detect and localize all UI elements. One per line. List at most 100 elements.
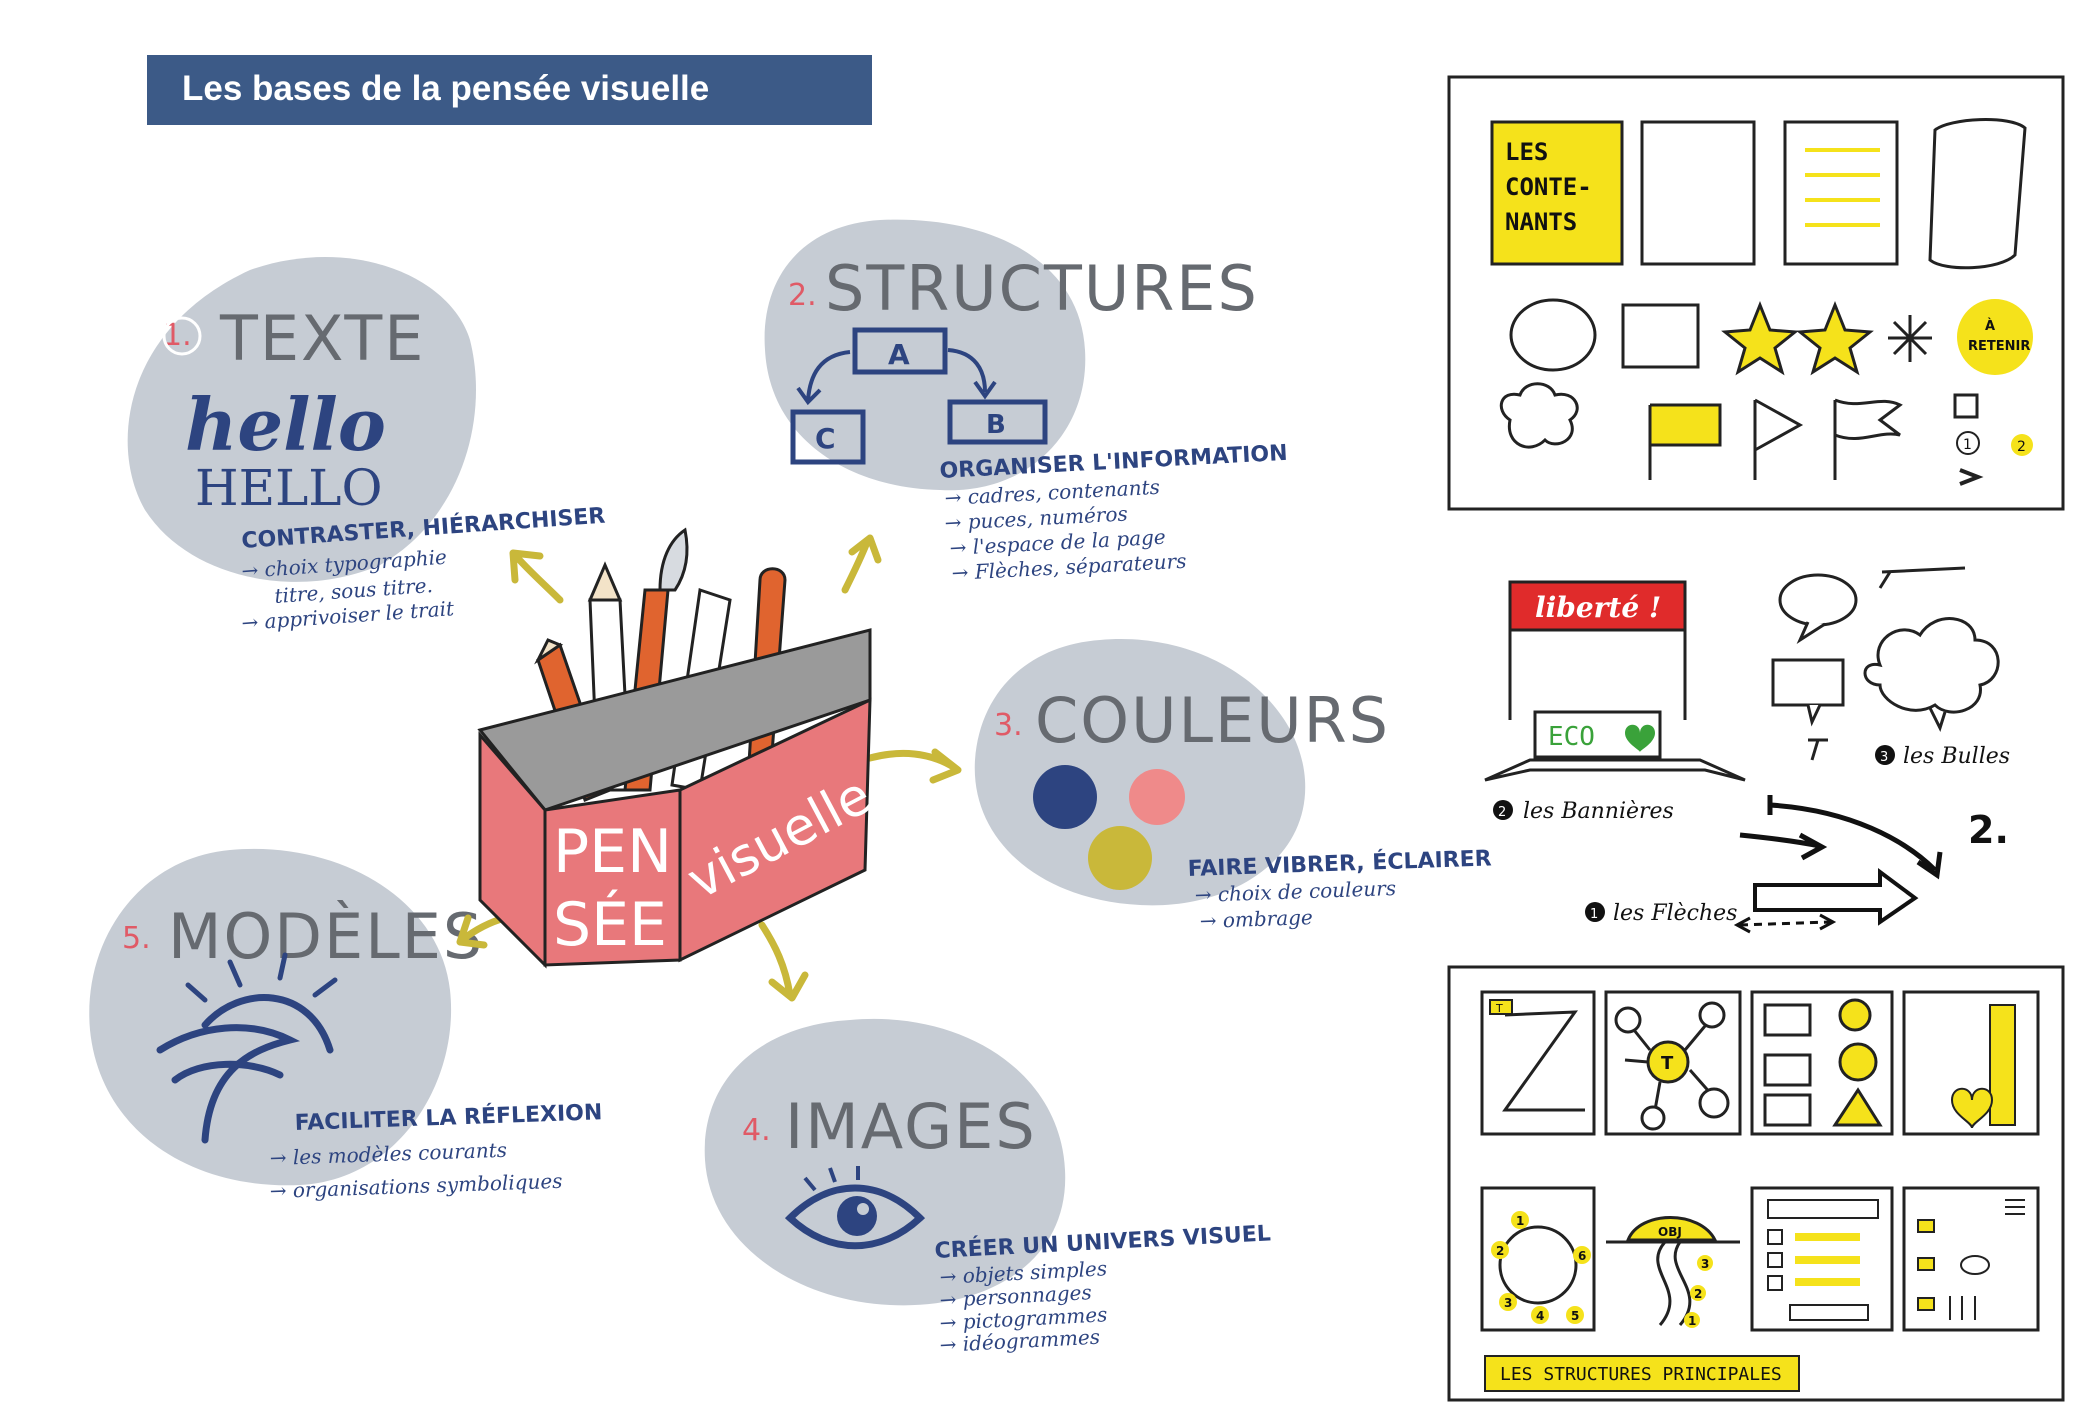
z-start-marker <box>1489 999 1513 1015</box>
menu-marker <box>1917 1219 1935 1233</box>
plate-icon <box>1960 1255 1990 1275</box>
contenants-label-line-2: CONTE- <box>1505 173 1592 201</box>
bubble-modeles-title: MODÈLES <box>168 900 484 973</box>
checkbox-icon <box>1767 1252 1783 1268</box>
flag-yellow-icon <box>1648 403 1722 480</box>
bubble-images: 4. IMAGES CRÉER UN UNIVERS VISUEL → obje… <box>704 1018 1271 1357</box>
banner-liberte <box>1508 580 1687 632</box>
cloud-bubble-tail <box>1928 707 1947 732</box>
path-label-2: 2 <box>1694 1287 1702 1301</box>
contenants-label-box <box>1490 120 1624 266</box>
t-marker-icon <box>1808 738 1828 761</box>
line-bubble-icon <box>1878 566 1966 589</box>
marker-2-text: 2 <box>1498 805 1506 820</box>
color-dot-yellow <box>1088 826 1152 890</box>
number-marker-yellow-icon <box>2011 434 2033 456</box>
marker-2-bannieres <box>1493 800 1513 820</box>
bubble-texte: 1. TEXTE hello HELLO CONTRASTER, HIÉRARC… <box>127 257 606 635</box>
heart-icon <box>1625 724 1655 752</box>
sunrise-model-icon <box>156 994 334 1144</box>
number-ring <box>162 316 202 356</box>
flag-triangle-icon <box>1753 398 1804 480</box>
structure-card-path <box>1606 1188 1740 1330</box>
circle-container-icon <box>1509 298 1597 372</box>
square-bubble-icon <box>1771 658 1845 707</box>
bubble-texte-title: TEXTE <box>219 302 425 375</box>
sun-objective-icon <box>1625 1216 1718 1242</box>
mindmap-node <box>1698 1001 1726 1029</box>
path-marker <box>1697 1255 1713 1271</box>
speech-bubble-icon <box>1778 573 1858 627</box>
star-icon <box>1721 300 1799 376</box>
path-marker <box>1690 1285 1706 1301</box>
heart-icon-small <box>1950 1087 1994 1129</box>
cycle-label-2: 2 <box>1496 1244 1504 1258</box>
ribbon-tails <box>1484 758 1746 782</box>
bubble-structures-shape <box>764 219 1086 491</box>
cycle-label-6: 6 <box>1578 1249 1586 1263</box>
bubble-modeles-number: 5. <box>122 921 151 956</box>
sample-hello-script: hello <box>185 382 386 467</box>
cycle-marker <box>1573 1246 1591 1264</box>
cycle-marker <box>1511 1211 1529 1229</box>
bullet-arrow-icon <box>1959 468 1984 486</box>
arrow-to-structures-icon <box>841 534 882 594</box>
marker-1-fleches <box>1585 902 1605 922</box>
bubble-structures-number: 2. <box>788 278 817 313</box>
sun-objective-label: OBJ <box>1658 1225 1682 1239</box>
retenir-badge-line-2: RETENIR <box>1968 339 2030 354</box>
cycle-icon <box>1498 1225 1578 1305</box>
box-front-line-2: SÉE <box>553 888 667 960</box>
panel-structures-principales: T T 1 2 3 4 5 <box>1447 965 2065 1402</box>
eye-highlight <box>857 1203 869 1215</box>
menu-marker <box>1917 1257 1935 1271</box>
flow-box <box>1763 1093 1812 1127</box>
menu-marker <box>1917 1297 1935 1311</box>
mindmap-node <box>1614 1006 1642 1034</box>
structure-box-b-label: B <box>986 410 1006 440</box>
structures-footer-box <box>1484 1355 1800 1392</box>
label-bulles: les Bulles <box>1903 744 2010 769</box>
structure-box-c-label: C <box>815 422 836 455</box>
arrow-to-texte-icon <box>509 549 564 604</box>
marker-3-text: 3 <box>1880 750 1888 765</box>
bubble-structures: 2. STRUCTURES A B C ORGANISER L'INFORMAT… <box>764 219 1288 585</box>
box-front-line-1: PEN <box>553 817 672 887</box>
form-highlight <box>1795 1233 1860 1286</box>
z-path-icon <box>1502 1010 1585 1112</box>
label-bannieres: les Bannières <box>1523 799 1674 824</box>
cycle-label-5: 5 <box>1571 1309 1579 1323</box>
form-field <box>1789 1304 1869 1321</box>
structure-box-c <box>790 409 866 465</box>
contenants-label-line-3: NANTS <box>1505 208 1577 236</box>
bubble-images-number: 4. <box>742 1113 771 1148</box>
paper-sheet-icon <box>1640 120 1756 266</box>
flow-triangle <box>1832 1087 1883 1127</box>
arrow-a-to-c-icon <box>796 350 851 406</box>
color-dot-blue <box>1033 765 1097 829</box>
contenants-number-2: 2 <box>2017 439 2026 455</box>
dashed-arrow-icon <box>1739 920 1831 927</box>
path-marker <box>1684 1312 1700 1328</box>
panel-bannieres-bulles-fleches: liberté ! ECO 2 les Bannières 3 les Bull… <box>1484 566 2010 934</box>
bubble-structures-title: STRUCTURES <box>825 252 1259 325</box>
glasses-icon <box>1949 1296 1976 1320</box>
checkbox-icon <box>1953 393 1979 419</box>
number-marker-icon <box>1956 431 1980 455</box>
bubble-couleurs-title: COULEURS <box>1035 684 1390 757</box>
title-banner: Les bases de la pensée visuelle <box>147 55 872 125</box>
contenants-label-line-1: LES <box>1505 138 1548 166</box>
section-number-2: 2. <box>1968 808 2009 852</box>
cycle-marker <box>1566 1306 1584 1324</box>
bubble-couleurs-line-2: → ombrage <box>1199 905 1313 933</box>
flow-cloud <box>1838 1042 1878 1082</box>
notebook-icon <box>1783 120 1899 266</box>
sun-rays-icon <box>185 952 338 1003</box>
structure-box-a <box>852 327 948 375</box>
cycle-label-1: 1 <box>1516 1214 1524 1228</box>
star-icon-2 <box>1796 300 1874 376</box>
path-label-3: 3 <box>1701 1257 1709 1271</box>
color-dot-pink <box>1129 769 1185 825</box>
scroll-icon <box>1928 118 2027 270</box>
